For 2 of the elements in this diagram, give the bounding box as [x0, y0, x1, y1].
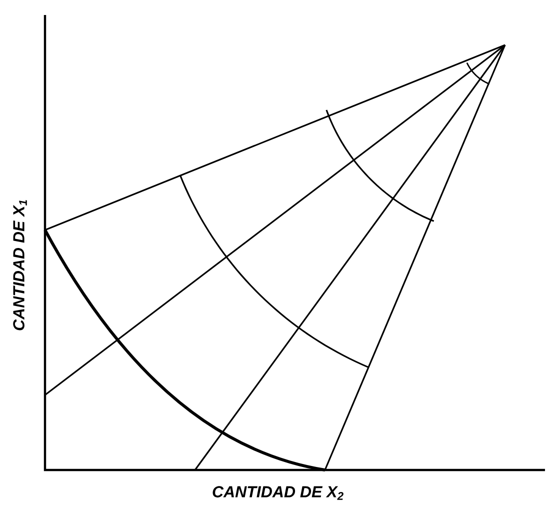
axis-title: CANTIDAD DE X$_{1}$	[13, 200, 27, 330]
axis-title: CANTIDAD DE X$_{2}$	[212, 486, 344, 500]
